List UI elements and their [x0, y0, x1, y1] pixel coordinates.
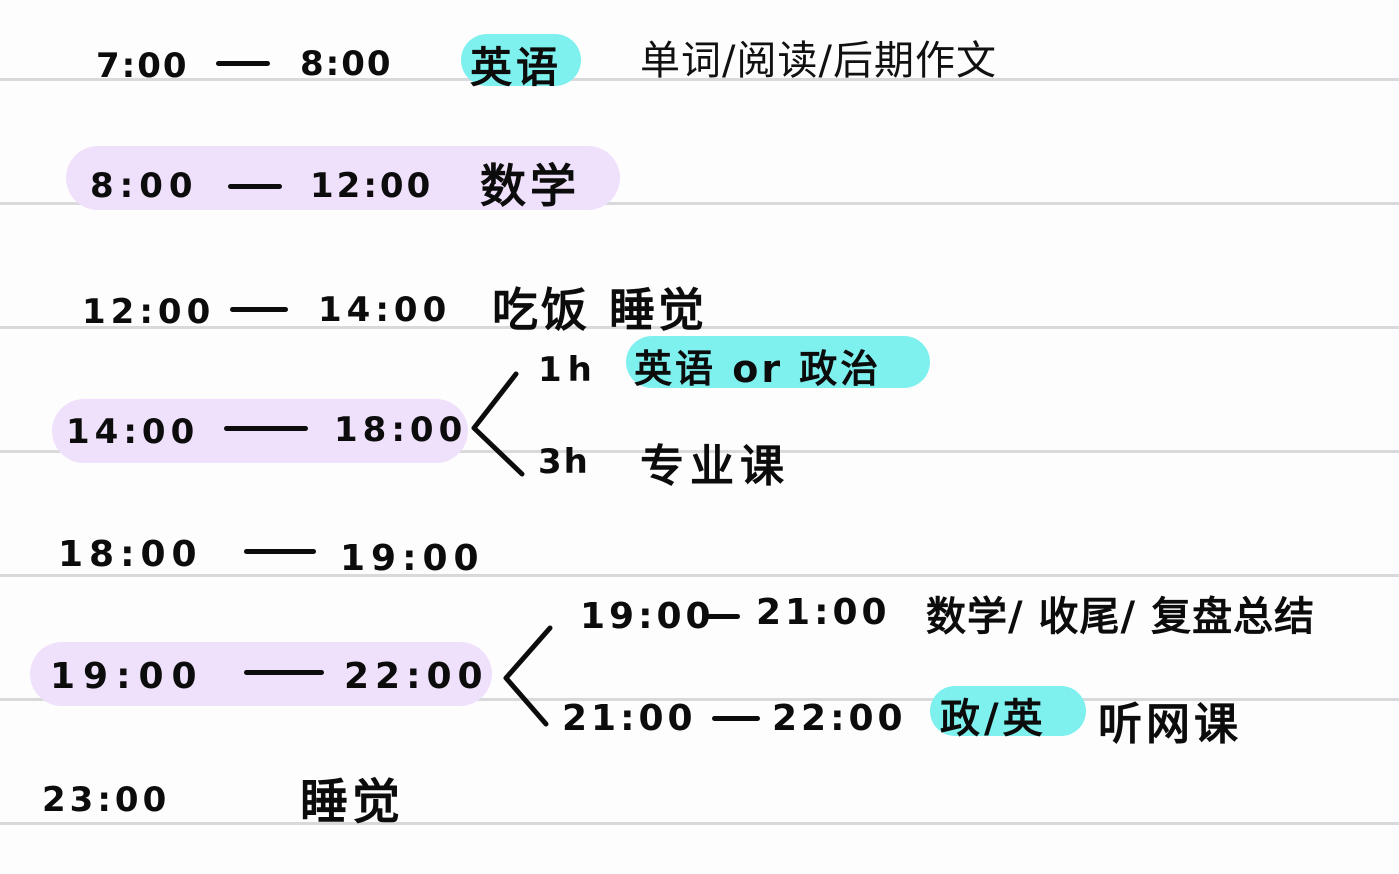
subject: 睡觉: [300, 774, 405, 830]
branch-subject: 政/英: [940, 696, 1047, 742]
dash: [228, 184, 282, 189]
dash: [704, 614, 740, 619]
branch-bracket: [471, 371, 525, 477]
branch-start-time: 21:00: [562, 698, 697, 739]
subject-highlight: [626, 336, 930, 388]
row-highlight: [66, 146, 620, 210]
start-time: 8:00: [90, 166, 199, 206]
end-time: 14:00: [318, 290, 452, 330]
dash: [244, 549, 316, 554]
end-time: 12:00: [310, 166, 434, 206]
end-time: 22:00: [344, 656, 489, 697]
rule-line: [0, 822, 1399, 825]
subject-note: 单词/阅读/后期作文: [640, 38, 997, 84]
subject-highlight: [930, 686, 1086, 736]
subject: 英语: [470, 43, 563, 92]
branch-end-time: 21:00: [756, 592, 891, 633]
branch-bracket: [503, 625, 553, 727]
branch-suffix: 听网课: [1098, 699, 1242, 750]
branch-subject: 专业课: [640, 441, 790, 492]
branch-end-time: 22:00: [772, 698, 907, 739]
rule-line: [0, 574, 1399, 577]
branch-start-time: 19:00: [580, 596, 715, 637]
branch-duration: 3h: [538, 442, 590, 482]
dash: [216, 61, 270, 66]
rule-line: [0, 326, 1399, 329]
start-time: 19:00: [50, 656, 205, 697]
dash: [244, 670, 324, 675]
rule-line: [0, 698, 1399, 701]
dash: [224, 426, 308, 431]
subject: 吃饭 睡觉: [492, 283, 708, 337]
rule-line: [0, 78, 1399, 81]
end-time: 19:00: [340, 538, 485, 579]
branch-subject: 英语 or 政治: [634, 347, 882, 391]
start-time: 12:00: [82, 292, 216, 332]
subject: 数学: [480, 159, 580, 213]
branch-duration: 1h: [538, 350, 598, 390]
subject-highlight: [461, 34, 581, 86]
dash: [712, 716, 760, 721]
start-time: 18:00: [58, 534, 203, 575]
branch-subject: 数学/ 收尾/ 复盘总结: [926, 594, 1316, 640]
start-time: 23:00: [42, 780, 171, 820]
end-time: 8:00: [300, 44, 393, 84]
rule-line: [0, 450, 1399, 453]
end-time: 18:00: [334, 410, 468, 450]
dash: [230, 307, 288, 312]
start-time: 14:00: [66, 412, 200, 452]
row-highlight: [52, 399, 468, 463]
start-time: 7:00: [96, 46, 189, 86]
rule-line: [0, 202, 1399, 205]
